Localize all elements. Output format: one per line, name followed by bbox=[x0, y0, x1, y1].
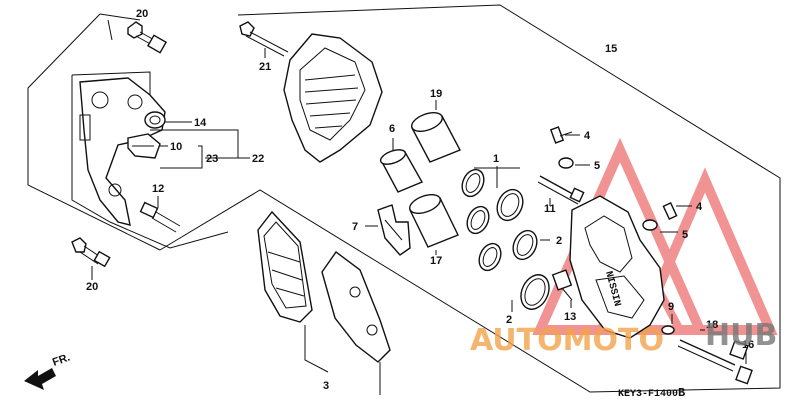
pin-9 bbox=[661, 325, 675, 335]
assembly-frame-15 bbox=[159, 4, 781, 393]
piston-small bbox=[379, 149, 423, 193]
callout-4-upper: 4 bbox=[584, 130, 591, 142]
callout-20-bottom: 20 bbox=[86, 281, 98, 293]
caliper-upper bbox=[283, 33, 383, 163]
clip-10 bbox=[127, 133, 161, 159]
bolt-21 bbox=[239, 21, 289, 57]
callout-2-lower: 2 bbox=[506, 314, 512, 326]
callout-1: 1 bbox=[493, 153, 499, 165]
callout-17: 17 bbox=[430, 255, 442, 267]
callout-12: 12 bbox=[152, 183, 164, 195]
cap-16 bbox=[735, 365, 753, 385]
callout-13: 13 bbox=[564, 311, 576, 323]
bolt-13 bbox=[551, 269, 573, 301]
callout-21: 21 bbox=[259, 61, 271, 73]
piston-19 bbox=[411, 112, 461, 163]
callout-6: 6 bbox=[389, 123, 395, 135]
piston-17 bbox=[409, 194, 459, 248]
callout-18: 18 bbox=[706, 319, 718, 331]
watermark-text-a: AUTOMOTO bbox=[470, 323, 664, 358]
bolt-20-top bbox=[127, 21, 168, 54]
callout-19: 19 bbox=[430, 88, 442, 100]
bolt-18 bbox=[677, 339, 749, 372]
callout-7: 7 bbox=[352, 221, 358, 233]
front-arrow-icon bbox=[24, 368, 56, 390]
caliper-bracket bbox=[79, 77, 166, 226]
callout-9: 9 bbox=[668, 301, 674, 313]
seal-set-1 bbox=[461, 168, 524, 235]
callout-20-top: 20 bbox=[136, 8, 148, 20]
callout-5-right: 5 bbox=[682, 229, 688, 241]
callout-11: 11 bbox=[544, 203, 556, 215]
callout-23: 23 bbox=[206, 153, 218, 165]
callout-15: 15 bbox=[605, 43, 617, 55]
cap-5-right bbox=[642, 219, 658, 231]
callout-4-right: 4 bbox=[696, 201, 703, 213]
callout-22: 22 bbox=[252, 153, 264, 165]
bleeder-4-right bbox=[662, 202, 678, 220]
watermark-text-b: HUB bbox=[705, 318, 777, 353]
callout-5-upper: 5 bbox=[594, 160, 600, 172]
callout-2-upper: 2 bbox=[556, 235, 562, 247]
bleeder-4-upper bbox=[549, 126, 573, 144]
brake-pad-right bbox=[321, 251, 391, 363]
callout-3: 3 bbox=[323, 380, 329, 392]
pin-11 bbox=[537, 175, 585, 205]
caliper-body: NISSIN bbox=[569, 195, 665, 339]
boot-14 bbox=[144, 111, 166, 129]
callout-labels: 20 21 14 10 23 22 12 20 15 19 6 1 4 5 11… bbox=[86, 8, 754, 392]
callout-16: 16 bbox=[742, 339, 754, 351]
bolt-20-bottom bbox=[71, 237, 111, 268]
callout-14: 14 bbox=[194, 117, 207, 129]
bracket-frame-22 bbox=[27, 13, 161, 251]
front-label: FR. bbox=[51, 351, 72, 368]
pin-12 bbox=[139, 201, 181, 233]
callout-10: 10 bbox=[170, 141, 182, 153]
cap-5-upper bbox=[558, 157, 574, 169]
brake-pad-left bbox=[257, 210, 313, 323]
seal-set-2 bbox=[478, 229, 550, 310]
diagram-code: KEY3-F1400B bbox=[618, 386, 685, 400]
pad-spring-7 bbox=[377, 204, 411, 256]
front-indicator: FR. bbox=[24, 351, 72, 390]
